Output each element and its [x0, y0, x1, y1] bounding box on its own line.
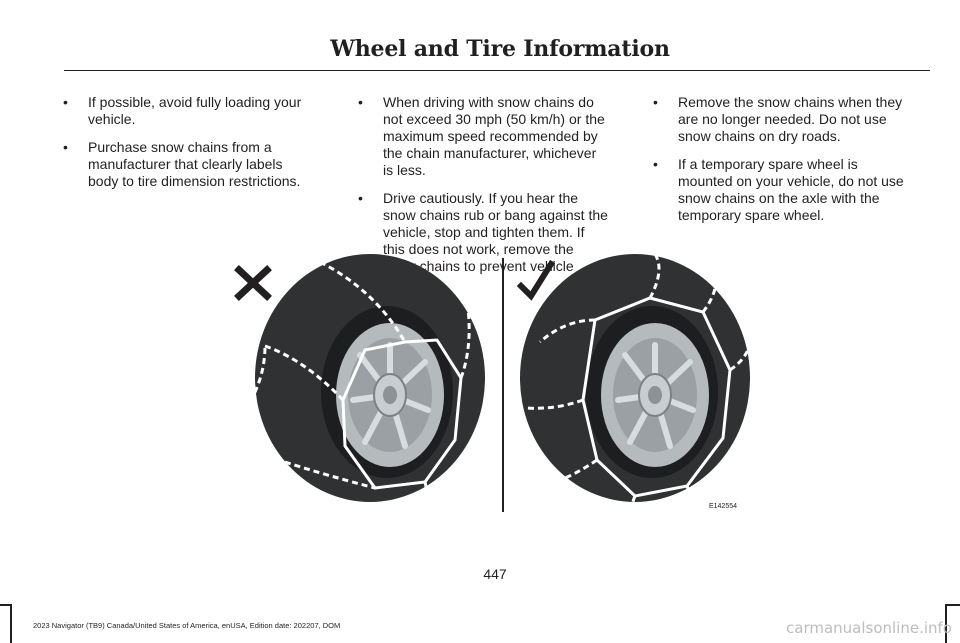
list-item: • Remove the snow chains when they are n… [653, 94, 905, 145]
header-rule [64, 70, 930, 71]
crop-mark [945, 605, 947, 643]
list-item: • When driving with snow chains do not e… [358, 94, 610, 179]
footer-text: 2023 Navigator (TB9) Canada/United State… [33, 621, 341, 630]
list-item-text: If possible, avoid fully loading your ve… [88, 94, 302, 127]
check-mark-icon [516, 259, 556, 301]
cross-mark-icon [234, 265, 272, 301]
watermark: carmanualsonline.info [786, 619, 952, 637]
snow-chain-illustration: E142554 [234, 253, 752, 515]
bullet-icon: • [63, 139, 68, 155]
bullet-icon: • [653, 94, 658, 110]
crop-mark [945, 604, 960, 606]
page-number: 447 [483, 566, 507, 582]
incorrect-fitment-figure [234, 254, 485, 514]
list-item-text: Purchase snow chains from a manufacturer… [88, 139, 301, 189]
list-item-text: Remove the snow chains when they are no … [678, 94, 903, 144]
list-item-text: If a temporary spare wheel is mounted on… [678, 156, 904, 223]
bullet-icon: • [358, 190, 363, 206]
snow-chain [524, 253, 752, 515]
list-item-text: When driving with snow chains do not exc… [383, 94, 605, 178]
tire-illustration [520, 254, 750, 502]
bullet-icon: • [358, 94, 363, 110]
snow-chain [243, 260, 471, 514]
tire-illustration [255, 254, 485, 502]
correct-fitment-figure [516, 253, 752, 515]
figure-reference-code: E142554 [709, 503, 737, 510]
page-title: Wheel and Tire Information [330, 36, 670, 62]
crop-mark [0, 604, 12, 606]
list-item: • If a temporary spare wheel is mounted … [653, 156, 905, 224]
crop-mark [10, 605, 12, 643]
bullet-icon: • [63, 94, 68, 110]
text-column-1: • If possible, avoid fully loading your … [63, 94, 315, 201]
bullet-icon: • [653, 156, 658, 172]
list-item: • If possible, avoid fully loading your … [63, 94, 315, 128]
text-column-2: • When driving with snow chains do not e… [358, 94, 610, 303]
text-column-3: • Remove the snow chains when they are n… [653, 94, 905, 235]
list-item: • Purchase snow chains from a manufactur… [63, 139, 315, 190]
